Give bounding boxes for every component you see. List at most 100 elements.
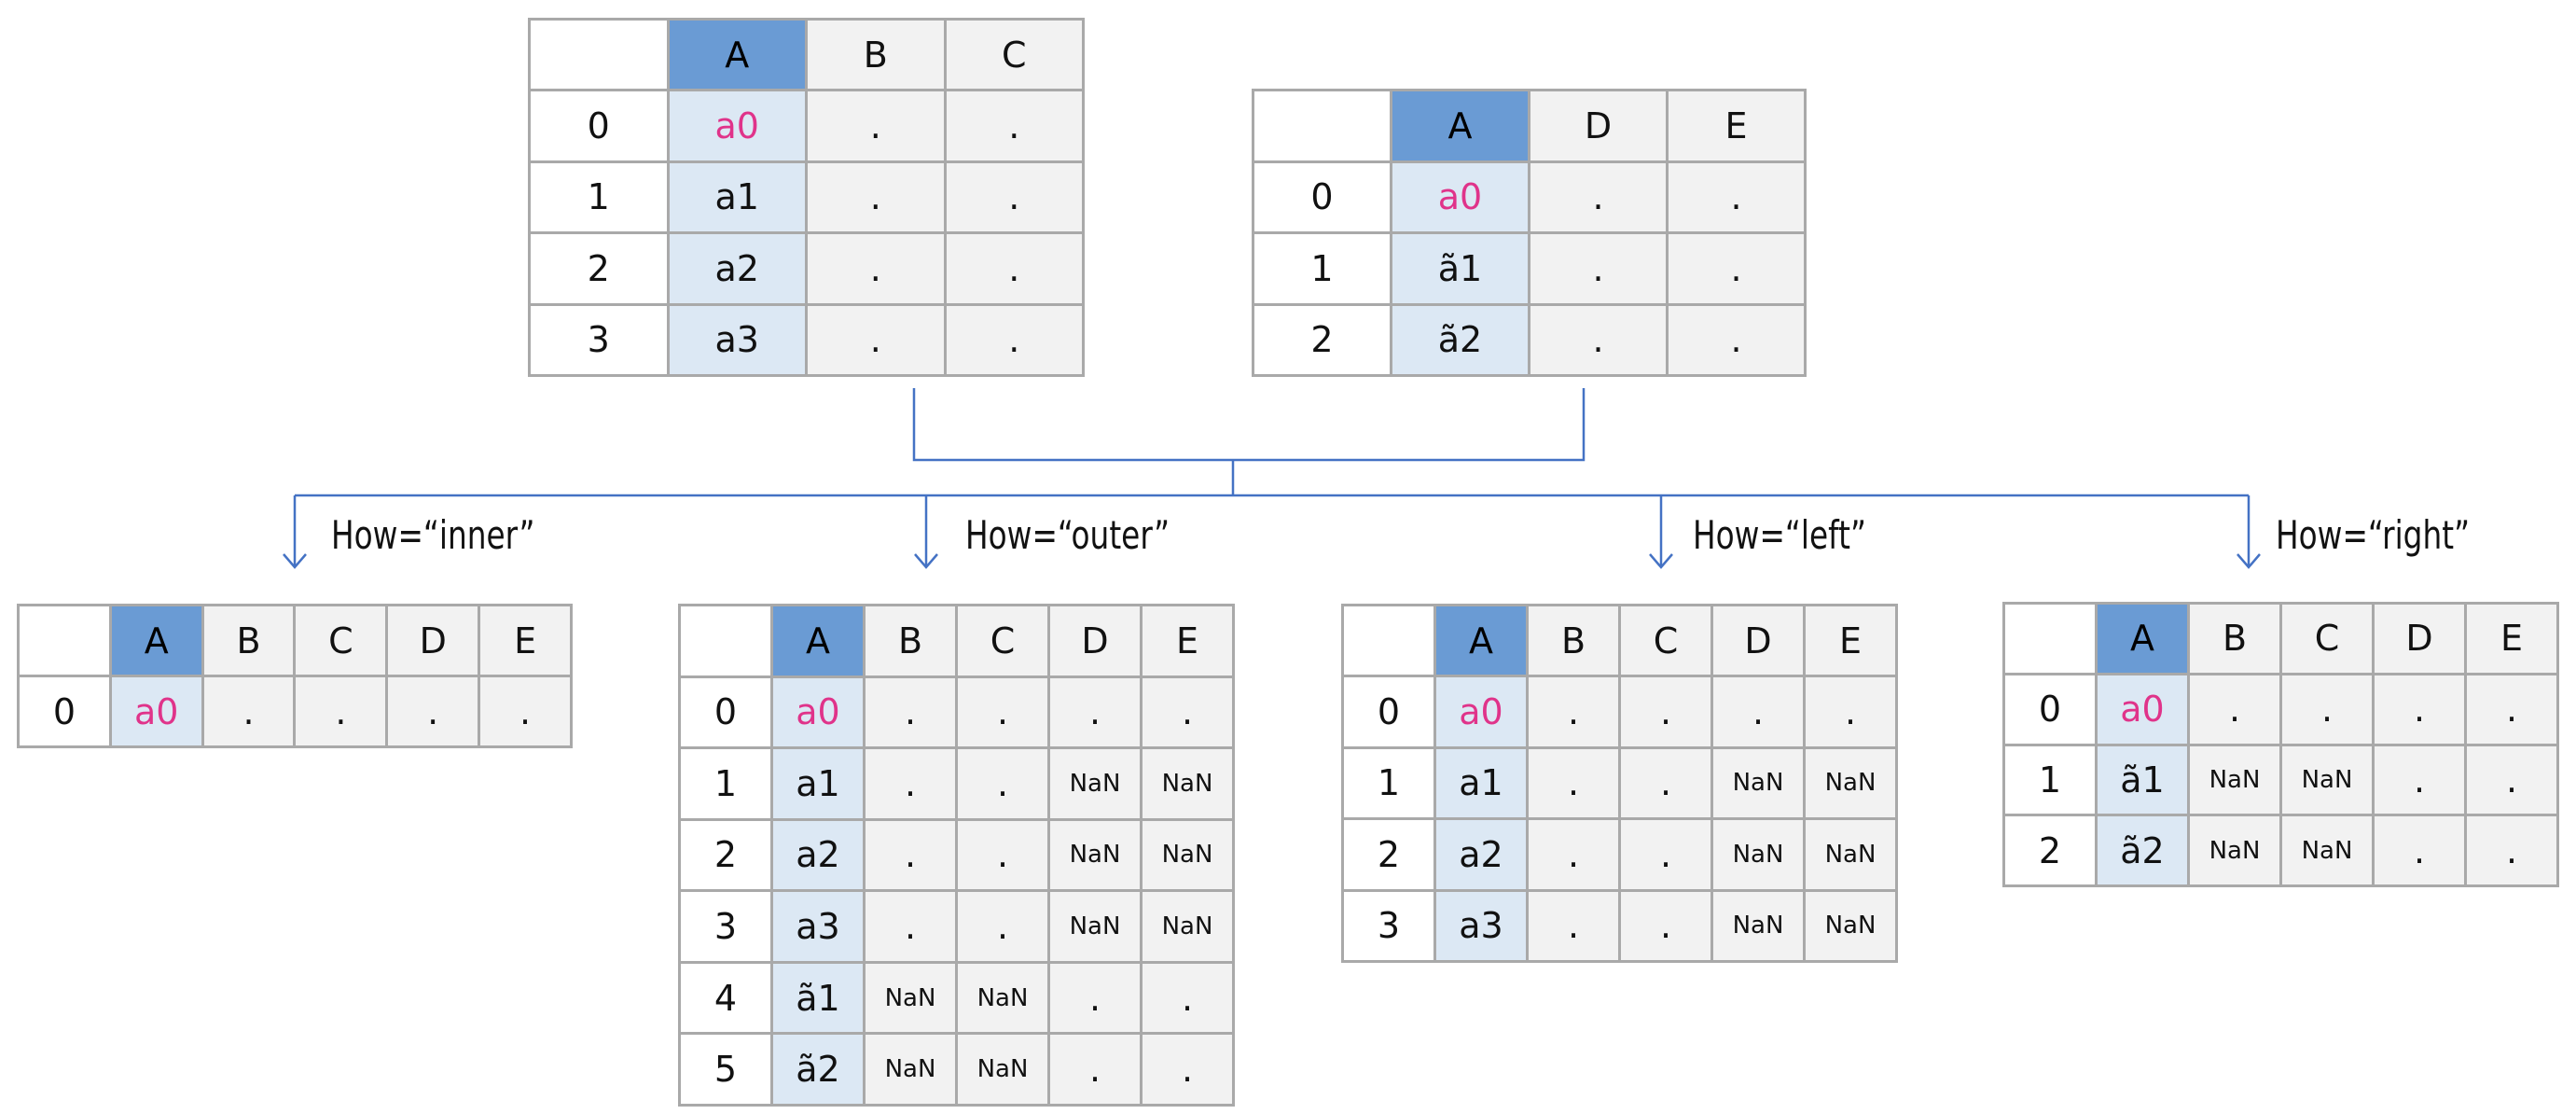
key-cell: a0 (1390, 160, 1530, 234)
table-cell: . (1528, 160, 1669, 234)
corner-cell (1252, 89, 1392, 163)
table-cell: . (1140, 960, 1235, 1036)
row-index: 2 (1341, 817, 1436, 892)
right-label: How=“right” (2276, 512, 2471, 558)
row-index: 0 (528, 89, 670, 163)
column-header-c: C (943, 17, 1085, 92)
table-cell: . (1047, 675, 1143, 750)
table-cell: NaN (1710, 817, 1806, 892)
table-cell: . (201, 675, 297, 748)
row-index: 3 (528, 302, 670, 378)
row-index: 2 (2002, 814, 2098, 887)
table-cell: NaN (2187, 814, 2282, 887)
row-index: 0 (17, 675, 112, 748)
left-label: How=“left” (1693, 512, 1866, 558)
column-header-a: A (108, 604, 204, 677)
table-cell: NaN (863, 960, 958, 1036)
table-cell: . (1140, 1032, 1235, 1107)
key-cell: a0 (666, 89, 808, 163)
row-index: 3 (678, 889, 773, 964)
row-index: 2 (1252, 302, 1392, 377)
table-cell: . (1526, 888, 1621, 964)
inner-arrowhead-icon (283, 553, 307, 569)
column-header-b: B (201, 604, 297, 677)
row-index: 2 (678, 817, 773, 893)
corner-cell (678, 604, 773, 678)
table-cell: . (1666, 302, 1807, 377)
table-cell: . (1618, 888, 1713, 964)
key-cell: a0 (1433, 675, 1529, 749)
table-cell: . (2279, 672, 2375, 746)
key-cell: ã1 (2095, 743, 2190, 817)
inner-label: How=“inner” (331, 512, 535, 558)
table-cell: NaN (2279, 743, 2375, 817)
column-header-a: A (666, 17, 808, 92)
table-cell: NaN (955, 1032, 1050, 1107)
table-cell: . (955, 746, 1050, 821)
key-cell: a1 (770, 746, 866, 821)
corner-cell (2002, 602, 2098, 675)
table-cell: . (2464, 743, 2559, 817)
table-cell: NaN (863, 1032, 958, 1107)
key-cell: a1 (1433, 745, 1529, 821)
row-index: 1 (1341, 745, 1436, 821)
table-cell: . (1528, 302, 1669, 377)
row-index: 1 (1252, 231, 1392, 306)
row-index: 0 (1252, 160, 1392, 234)
column-header-e: E (1803, 603, 1898, 678)
column-header-c: C (1618, 603, 1713, 678)
column-header-a: A (770, 604, 866, 678)
table-cell: NaN (2187, 743, 2282, 817)
table-cell: . (805, 89, 947, 163)
column-header-a: A (2095, 602, 2190, 675)
row-index: 1 (2002, 743, 2098, 817)
outer-arrowhead-icon (914, 553, 938, 569)
table-cell: . (1618, 675, 1713, 749)
table-cell: . (1528, 231, 1669, 306)
table-cell: . (805, 160, 947, 235)
column-header-d: D (1710, 603, 1806, 678)
table-cell: . (1710, 675, 1806, 749)
row-index: 5 (678, 1032, 773, 1107)
table-cell: NaN (1803, 817, 1898, 892)
table-cell: . (1618, 817, 1713, 892)
column-header-e: E (478, 604, 573, 677)
table-cell: . (943, 302, 1085, 378)
table-cell: . (478, 675, 573, 748)
key-cell: a2 (666, 231, 808, 306)
table-cell: . (2372, 743, 2467, 817)
table-cell: NaN (1047, 889, 1143, 964)
table-cell: . (943, 89, 1085, 163)
table-cell: . (863, 675, 958, 750)
column-header-d: D (1047, 604, 1143, 678)
column-header-e: E (2464, 602, 2559, 675)
table-cell: . (805, 231, 947, 306)
table-cell: . (1618, 745, 1713, 821)
row-index: 3 (1341, 888, 1436, 964)
table-cell: . (293, 675, 389, 748)
table-cell: NaN (1710, 745, 1806, 821)
row-index: 0 (1341, 675, 1436, 749)
column-header-d: D (385, 604, 481, 677)
table-cell: . (1047, 1032, 1143, 1107)
outer-label: How=“outer” (965, 512, 1170, 558)
key-cell: a2 (1433, 817, 1529, 892)
table-cell: NaN (1710, 888, 1806, 964)
right-arrowhead-icon (2237, 553, 2261, 569)
key-cell: ã2 (2095, 814, 2190, 887)
